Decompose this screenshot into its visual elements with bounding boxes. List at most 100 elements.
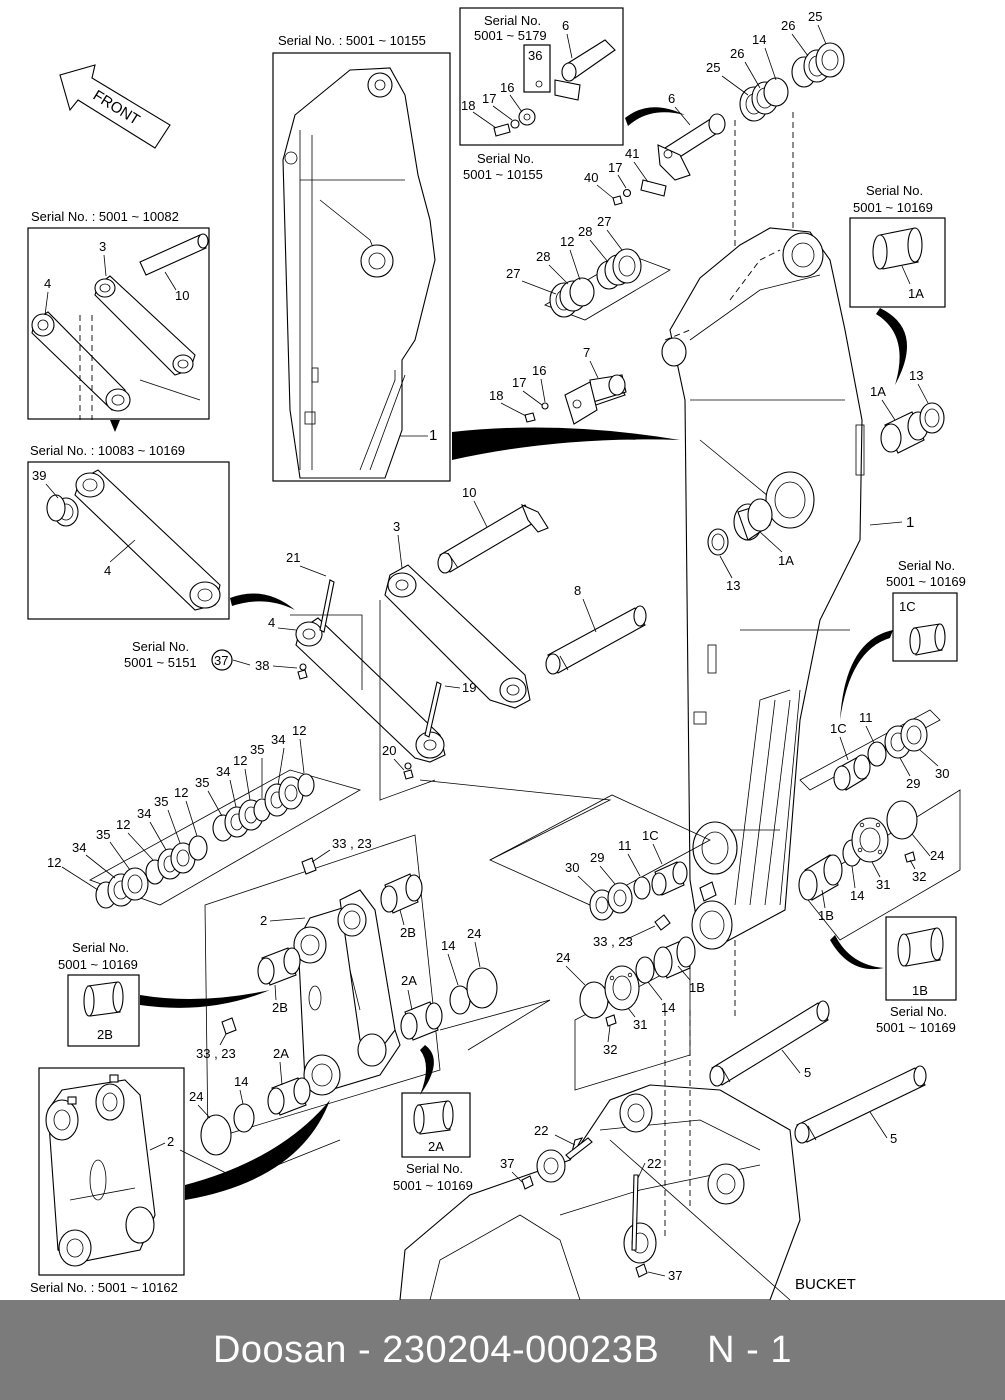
arm-inset: Serial No. : 5001 ~ 10155 bbox=[272, 33, 451, 482]
serial-caption-pin6-below-l1: Serial No. bbox=[477, 151, 534, 166]
serial-caption-bush1b-l1: Serial No. bbox=[890, 1004, 947, 1019]
plate-41 bbox=[612, 179, 667, 206]
callout-c13a: 13 bbox=[909, 368, 923, 383]
callout-c1Bbox: 1B bbox=[912, 983, 928, 998]
callout-c12c: 12 bbox=[116, 817, 130, 832]
pin-5-upper bbox=[709, 1000, 830, 1087]
callout-c2a: 2 bbox=[260, 913, 267, 928]
callout-c7: 7 bbox=[583, 345, 590, 360]
callout-c27b: 27 bbox=[597, 214, 611, 229]
serial-caption-bush2b-l1: Serial No. bbox=[72, 940, 129, 955]
callout-c1Ab: 1A bbox=[778, 553, 794, 568]
bush-2a-box: 2A Serial No. 5001 ~ 10169 bbox=[393, 1092, 473, 1193]
callout-c6a: 6 bbox=[562, 18, 569, 33]
callout-c10b: 10 bbox=[462, 485, 476, 500]
callout-c6b: 6 bbox=[668, 91, 675, 106]
callout-c1Cbox: 1C bbox=[899, 599, 916, 614]
bucket-label: BUCKET bbox=[795, 1276, 856, 1293]
serial-caption-bush1a-l2: 5001 ~ 10169 bbox=[853, 200, 933, 215]
pin-7 bbox=[524, 374, 627, 425]
callout-c1Ba: 1B bbox=[818, 908, 834, 923]
bush-2b-box: Serial No. 5001 ~ 10169 2B bbox=[58, 940, 140, 1047]
serial-caption-pin6-l2: 5001 ~ 5179 bbox=[474, 28, 547, 43]
callout-c22b: 22 bbox=[647, 1156, 661, 1171]
callout-c28b: 28 bbox=[578, 224, 592, 239]
callout-c14c: 14 bbox=[234, 1074, 248, 1089]
callout-c3a: 3 bbox=[99, 239, 106, 254]
callout-c31a: 31 bbox=[876, 877, 890, 892]
washer-stack-top bbox=[739, 42, 845, 122]
callout-c34d: 34 bbox=[271, 732, 285, 747]
pin-5-lower bbox=[794, 1065, 927, 1144]
callout-c14e: 14 bbox=[661, 1000, 675, 1015]
callout-c10a: 10 bbox=[175, 288, 189, 303]
callout-c5b: 5 bbox=[890, 1131, 897, 1146]
bush-2b-lower bbox=[257, 947, 301, 986]
callout-c29a: 29 bbox=[906, 776, 920, 791]
callout-c20: 20 bbox=[382, 743, 396, 758]
arm-main bbox=[661, 227, 865, 950]
callout-c19: 19 bbox=[462, 680, 476, 695]
bushing-1a-left bbox=[707, 498, 773, 556]
callout-c3b: 3 bbox=[393, 519, 400, 534]
callout-c1Aa: 1A bbox=[870, 384, 886, 399]
callout-c40: 40 bbox=[584, 170, 598, 185]
serial-caption-nut37-l2: 5001 ~ 5151 bbox=[124, 655, 197, 670]
callout-c25a: 25 bbox=[706, 60, 720, 75]
pin-8 bbox=[545, 605, 647, 675]
callout-c34a: 34 bbox=[72, 840, 86, 855]
callout-c2Bb: 2B bbox=[272, 1000, 288, 1015]
callout-c17a: 17 bbox=[482, 91, 496, 106]
link-inset-top: Serial No. : 5001 ~ 10082 bbox=[27, 209, 210, 420]
callout-c5a: 5 bbox=[804, 1065, 811, 1080]
callout-c22a: 22 bbox=[534, 1123, 548, 1138]
footer-page-number: N - 1 bbox=[707, 1328, 793, 1371]
exploded-parts-diagram: FRONT Serial No. : 5001 ~ 10155 1 Serial… bbox=[27, 7, 966, 1300]
callout-c37c: 37 bbox=[668, 1268, 682, 1283]
callout-c33_23b: 33 , 23 bbox=[196, 1046, 236, 1061]
serial-caption-bush1c-l1: Serial No. bbox=[898, 558, 955, 573]
callout-c1a: 1 bbox=[429, 427, 437, 444]
pin-10 bbox=[437, 503, 549, 574]
callout-c34c: 34 bbox=[216, 764, 230, 779]
bush-2a-lower bbox=[200, 1077, 311, 1156]
callout-c2Aa: 2A bbox=[401, 973, 417, 988]
callout-c14d: 14 bbox=[850, 888, 864, 903]
bucket bbox=[399, 1010, 801, 1300]
callout-c1Abox: 1A bbox=[908, 286, 924, 301]
footer-bar: Doosan - 230204-00023B N - 1 bbox=[0, 1300, 1005, 1400]
callout-c24b: 24 bbox=[189, 1089, 203, 1104]
serial-caption-link-top: Serial No. : 5001 ~ 10082 bbox=[31, 209, 179, 224]
callout-c33_23a: 33 , 23 bbox=[332, 836, 372, 851]
serial-caption-bush2a-l2: 5001 ~ 10169 bbox=[393, 1178, 473, 1193]
callout-c1b: 1 bbox=[906, 514, 914, 531]
serial-caption-bush1b-l2: 5001 ~ 10169 bbox=[876, 1020, 956, 1035]
serial-caption-arm-inset: Serial No. : 5001 ~ 10155 bbox=[278, 33, 426, 48]
shim-group-27-28 bbox=[544, 248, 671, 321]
footer-part-number: Doosan - 230204-00023B bbox=[212, 1328, 660, 1371]
callout-c37b: 37 bbox=[500, 1156, 514, 1171]
callout-c11a: 11 bbox=[859, 710, 873, 725]
callout-c17c: 17 bbox=[512, 375, 526, 390]
callout-c32b: 32 bbox=[603, 1042, 617, 1057]
callout-c14b: 14 bbox=[441, 938, 455, 953]
callout-c4a: 4 bbox=[44, 276, 51, 291]
callout-c17b: 17 bbox=[608, 160, 622, 175]
callout-c2Ab: 2A bbox=[273, 1046, 289, 1061]
callout-c14a: 14 bbox=[752, 32, 766, 47]
serial-caption-bush2b-l2: 5001 ~ 10169 bbox=[58, 957, 138, 972]
group-1b-right bbox=[798, 789, 961, 941]
callout-c24a: 24 bbox=[467, 926, 481, 941]
callout-c12f: 12 bbox=[292, 723, 306, 738]
callout-c1Bb: 1B bbox=[689, 980, 705, 995]
callout-c2Ba: 2B bbox=[400, 925, 416, 940]
bush-2a-upper bbox=[400, 967, 498, 1041]
front-arrow: FRONT bbox=[59, 64, 171, 149]
serial-caption-link-mid: Serial No. : 10083 ~ 10169 bbox=[30, 443, 185, 458]
callout-c26b: 26 bbox=[781, 18, 795, 33]
shim-stack-left bbox=[89, 769, 362, 909]
callout-c12d: 12 bbox=[174, 785, 188, 800]
callout-c18b: 18 bbox=[489, 388, 503, 403]
grease-nipple-33-23 bbox=[654, 881, 717, 931]
callout-c4b: 4 bbox=[104, 563, 111, 578]
